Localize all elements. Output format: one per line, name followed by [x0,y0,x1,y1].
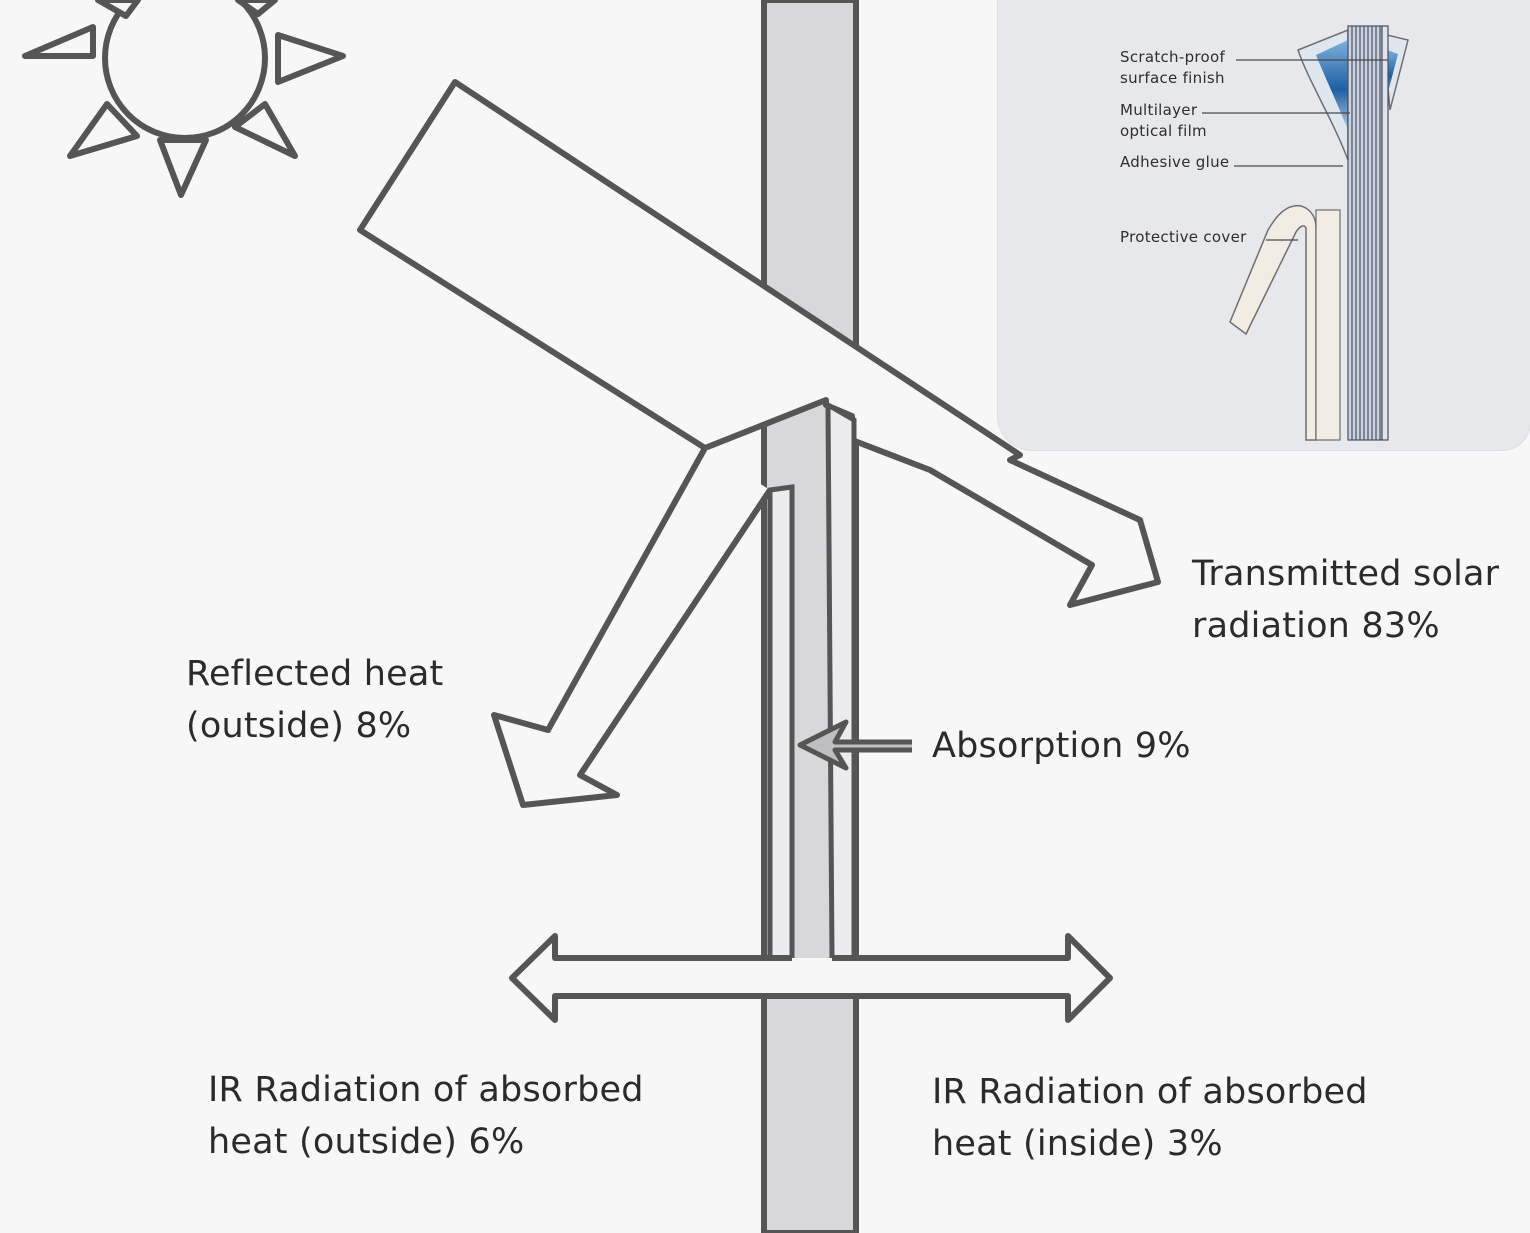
scratch-proof-label: Scratch-proof surface finish [1120,47,1225,89]
protective-cover-shape [1229,204,1317,441]
ir-radiation-arrow [509,933,1113,1023]
scratch-proof-line1: Scratch-proof [1120,48,1226,66]
multilayer-label: Multilayer optical film [1120,100,1207,142]
ir-outside-label: IR Radiation of absorbed heat (outside) … [208,1064,644,1168]
transmitted-label-line2: radiation 83% [1192,606,1440,646]
reflected-label-line2: (outside) 8% [186,706,412,746]
reflected-label: Reflected heat (outside) 8% [186,648,443,752]
adhesive-label: Adhesive glue [1120,152,1229,173]
absorption-label-line1: Absorption 9% [932,726,1191,766]
reflected-label-line1: Reflected heat [186,654,444,694]
ir-inside-label-line2: heat (inside) 3% [932,1124,1223,1164]
film-layers-drawing [1202,25,1409,441]
ir-inside-label: IR Radiation of absorbed heat (inside) 3… [932,1066,1368,1170]
absorption-arrow [797,719,912,771]
scratch-proof-line2: surface finish [1120,69,1225,87]
transmitted-label: Transmitted solar radiation 83% [1192,548,1499,652]
film-stack [1347,25,1389,441]
sun-icon [22,0,346,198]
multilayer-line2: optical film [1120,122,1207,140]
film-layers-inset: Scratch-proof surface finish Multilayer … [998,0,1530,450]
absorption-label: Absorption 9% [932,720,1191,772]
reflected-heat-arrow [491,446,773,808]
transmitted-label-line1: Transmitted solar [1192,554,1500,594]
ir-outside-label-line2: heat (outside) 6% [208,1122,525,1162]
ir-inside-label-line1: IR Radiation of absorbed [932,1072,1368,1112]
adhesive-line1: Adhesive glue [1120,153,1230,171]
ir-outside-label-line1: IR Radiation of absorbed [208,1070,644,1110]
incoming-solar-arrow [357,79,1161,608]
protective-line1: Protective cover [1120,228,1247,246]
protective-label: Protective cover [1120,227,1247,248]
multilayer-line1: Multilayer [1120,101,1198,119]
